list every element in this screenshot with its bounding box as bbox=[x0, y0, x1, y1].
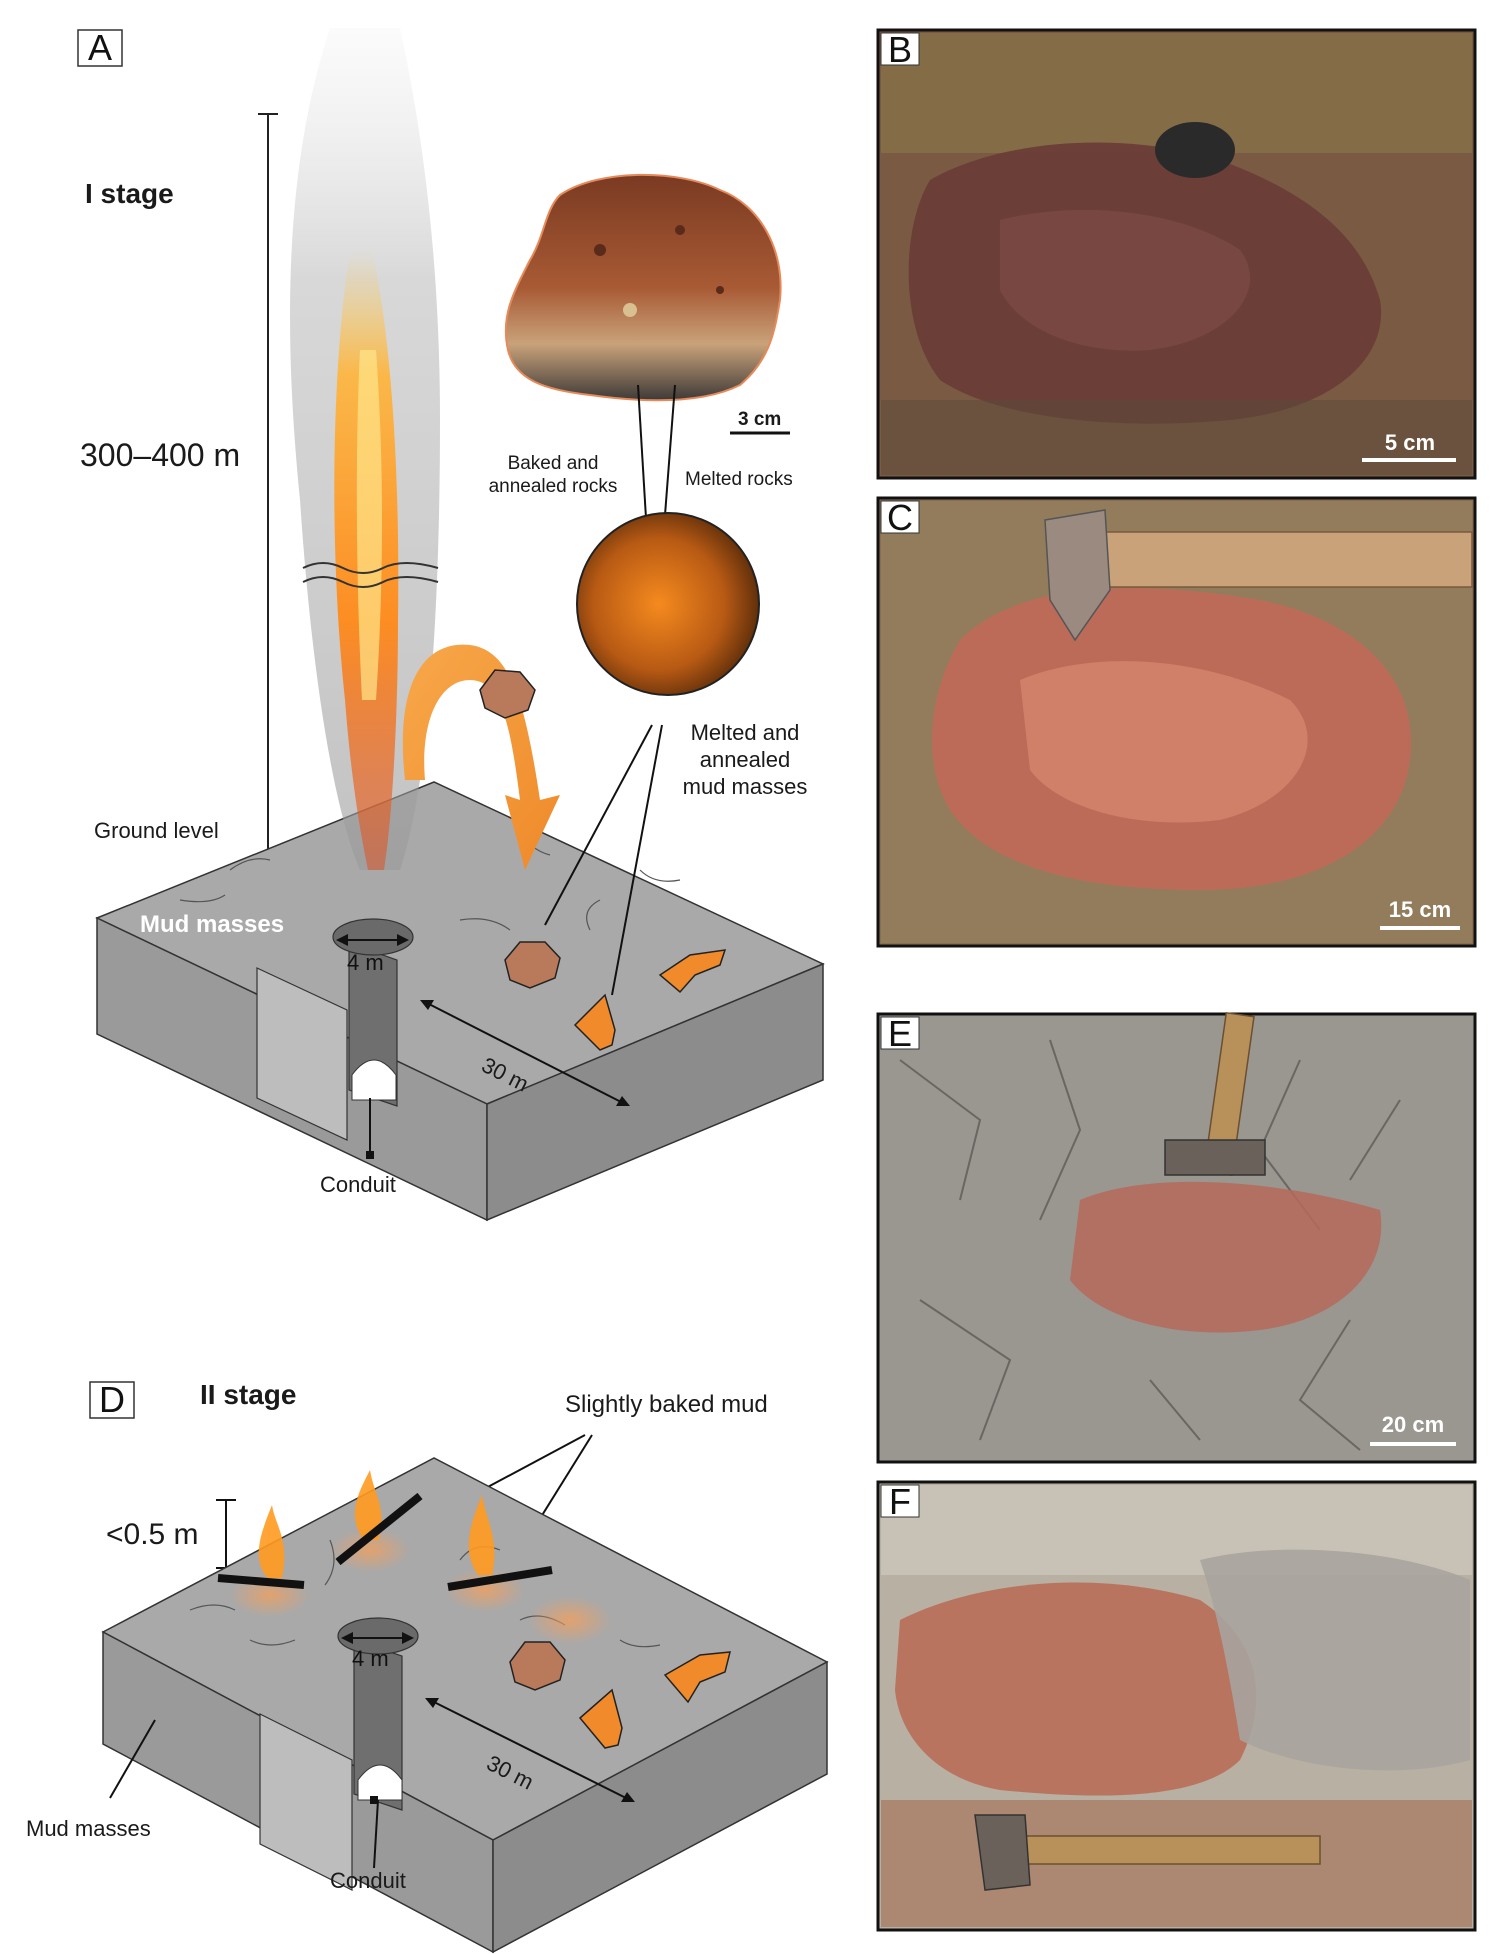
block-a-notch-face bbox=[256, 967, 348, 1141]
melted-mud-label-line1: Melted and bbox=[691, 720, 800, 745]
diameter-arrow-d bbox=[341, 1632, 414, 1644]
conduit-pointer-d-end bbox=[370, 1796, 378, 1804]
baked-label-line2: annealed rocks bbox=[489, 476, 618, 497]
stage1-mud-masses-label: Mud masses bbox=[140, 911, 284, 938]
small-flames bbox=[258, 1470, 495, 1578]
photo-b-scale-label: 5 cm bbox=[1385, 430, 1435, 455]
panel-a-tag-box bbox=[77, 29, 123, 67]
melted-mud-pointer-2 bbox=[611, 724, 663, 996]
mud-block-a bbox=[95, 781, 825, 1222]
baked-patch-e bbox=[1070, 1181, 1382, 1333]
panel-a-tag: A bbox=[88, 27, 112, 68]
block-d-notch-face bbox=[259, 1713, 353, 1891]
fragment-d-2 bbox=[578, 1688, 623, 1749]
baked-outcrop-f bbox=[895, 1582, 1257, 1796]
mud-masses-pointer-d bbox=[109, 1719, 156, 1799]
conduit-arch-d bbox=[357, 1764, 403, 1801]
photo-b: B 5 cm bbox=[876, 28, 1477, 480]
conduit-opening-a bbox=[332, 918, 414, 956]
stage1-diameter-label: 4 m bbox=[347, 950, 384, 975]
photo-f: F bbox=[876, 1480, 1477, 1932]
fragment-d-3 bbox=[663, 1651, 731, 1704]
melted-mud-label-line2: annealed bbox=[700, 747, 791, 772]
stage1-conduit-label: Conduit bbox=[320, 1172, 396, 1197]
conduit-opening-d bbox=[337, 1617, 419, 1655]
hammer-head-e bbox=[1164, 1139, 1266, 1176]
panel-d: D II stage Slightly baked mud <0.5 m bbox=[26, 1379, 829, 1954]
gas-plume bbox=[290, 28, 440, 870]
stage1-height-label: 300–400 m bbox=[80, 437, 240, 473]
distance-arrow-d bbox=[425, 1698, 635, 1802]
ejection-arrow bbox=[402, 644, 560, 870]
panel-d-tag: D bbox=[99, 1379, 125, 1420]
baked-mud-strips bbox=[217, 1492, 553, 1591]
conduit-pointer-a-end bbox=[366, 1151, 374, 1159]
sample-scale-label: 3 cm bbox=[738, 409, 781, 430]
break-marks bbox=[302, 562, 439, 588]
hammer-head-c bbox=[1044, 509, 1111, 642]
melted-pointer bbox=[664, 384, 676, 516]
photo-e-scale-label: 20 cm bbox=[1382, 1412, 1444, 1437]
stage2-mud-masses-label: Mud masses bbox=[26, 1816, 151, 1841]
stage2-title: II stage bbox=[200, 1379, 296, 1410]
panel-a: A I stage 300–400 m bbox=[77, 27, 825, 1222]
flame-core bbox=[356, 350, 382, 700]
baked-label-line1: Baked and bbox=[508, 453, 599, 474]
melted-mud-pointer-1 bbox=[544, 724, 653, 926]
fragment-d-1 bbox=[509, 1641, 566, 1691]
block-a-side bbox=[486, 962, 824, 1222]
diameter-arrow-a bbox=[336, 934, 409, 946]
photo-e: E 20 cm bbox=[876, 1011, 1477, 1464]
conduit-pointer-d bbox=[373, 1799, 379, 1869]
distance-arrow-a bbox=[420, 1000, 630, 1106]
mud-block-d bbox=[101, 1457, 829, 1954]
panel-f-tag: F bbox=[889, 1481, 911, 1522]
stage1-title: I stage bbox=[85, 178, 174, 209]
melted-rocks-label: Melted rocks bbox=[685, 469, 793, 490]
melt-sphere bbox=[576, 512, 760, 696]
flame-height-label: <0.5 m bbox=[106, 1518, 199, 1551]
hammer-handle-f bbox=[1019, 1835, 1321, 1865]
block-d-side bbox=[492, 1660, 828, 1954]
flame-height-bar bbox=[216, 1499, 236, 1569]
flying-fragment bbox=[479, 669, 536, 719]
rock-sample-photo bbox=[504, 173, 782, 402]
panel-c-tag: C bbox=[887, 497, 913, 538]
slightly-baked-label: Slightly baked mud bbox=[565, 1391, 768, 1418]
landed-fragment-3 bbox=[658, 949, 727, 994]
hammer-head-f bbox=[974, 1814, 1031, 1891]
landed-fragment-2 bbox=[573, 993, 616, 1051]
ground-level-label: Ground level bbox=[94, 818, 219, 843]
melted-mud-label-line3: mud masses bbox=[683, 774, 808, 799]
hammer-handle-c bbox=[1094, 531, 1473, 588]
panel-e-tag: E bbox=[888, 1013, 912, 1054]
stage2-diameter-label: 4 m bbox=[352, 1646, 389, 1671]
baked-spots bbox=[230, 1528, 612, 1644]
height-scale-bar bbox=[258, 113, 278, 885]
conduit-arch-a bbox=[351, 1059, 397, 1101]
landed-fragment-1 bbox=[504, 941, 561, 989]
stage2-conduit-label: Conduit bbox=[330, 1868, 406, 1893]
photo-c-scale-label: 15 cm bbox=[1389, 897, 1451, 922]
photo-c: C 15 cm bbox=[876, 496, 1477, 948]
lens-cap-object bbox=[1155, 122, 1235, 178]
panel-d-tag-box bbox=[89, 1381, 135, 1419]
panel-b-tag: B bbox=[888, 29, 912, 70]
